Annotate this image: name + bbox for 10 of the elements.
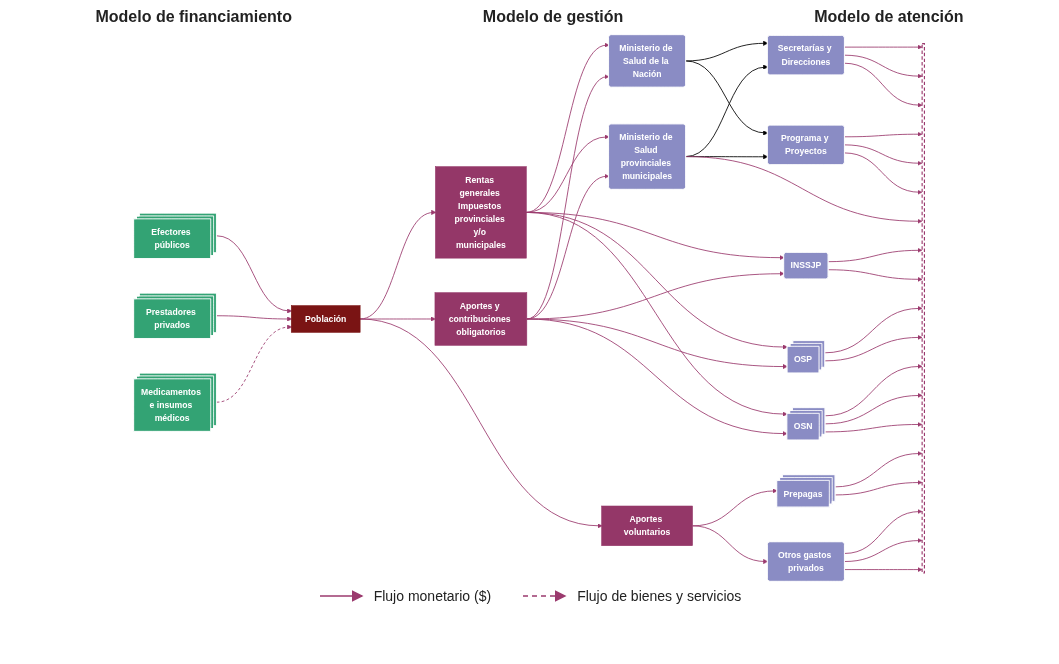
node-box: Aportes voluntarios (600, 505, 693, 546)
node-box: Aportes y contribuciones obligatorios (434, 292, 527, 346)
column-heading: Modelo de gestión (482, 8, 624, 26)
node-box: Rentas generales Impuestos provinciales y/o municipales (434, 166, 527, 259)
column-heading: Modelo de atención (814, 8, 964, 26)
node-bar (921, 43, 925, 574)
legend-text: Flujo de bienes y servicios (577, 588, 742, 604)
legend-text: Flujo monetario ($) (373, 588, 492, 604)
node-box: Población (290, 305, 361, 333)
column-heading: Modelo de financiamiento (95, 8, 292, 26)
